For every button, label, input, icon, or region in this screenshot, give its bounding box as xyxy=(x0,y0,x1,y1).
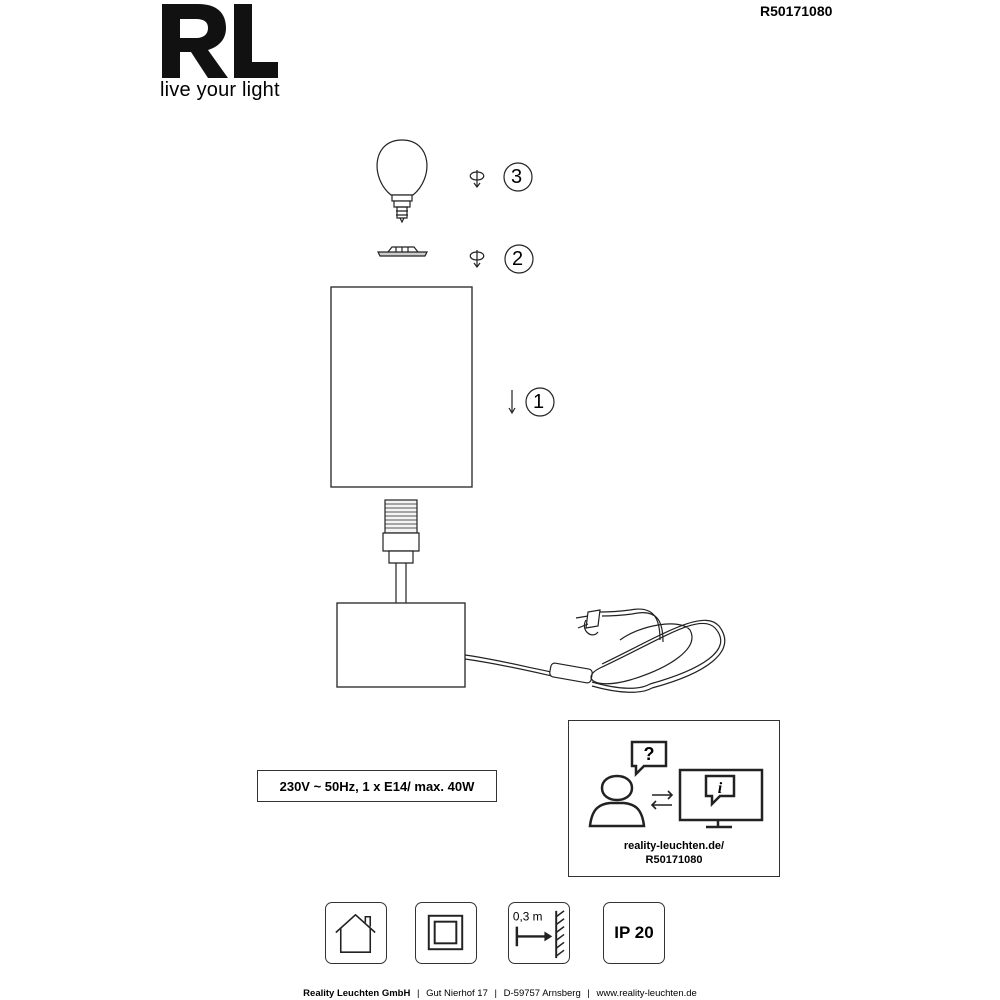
power-cable-part xyxy=(464,608,726,693)
rl-logo xyxy=(162,4,278,78)
footer-separator: | xyxy=(416,988,420,999)
double-square-icon xyxy=(427,914,464,951)
step-2-label: 2 xyxy=(512,248,524,270)
house-icon xyxy=(335,913,376,953)
footer-city: D-59757 Arnsberg xyxy=(503,988,581,999)
info-glyph: i xyxy=(718,780,723,797)
lamp-socket-part xyxy=(382,499,420,603)
lamp-base-part xyxy=(336,602,466,688)
brand-tagline: live your light xyxy=(160,79,280,101)
info-url-line-2: R50171080 xyxy=(645,854,703,866)
rotate-arrow-icon xyxy=(469,250,485,268)
info-bubble-icon xyxy=(704,774,736,808)
step-3-label: 3 xyxy=(511,166,523,188)
footer-separator: | xyxy=(587,988,590,999)
svg-text:0,3 m: 0,3 m xyxy=(513,910,543,924)
lamp-shade-part xyxy=(330,286,473,488)
step-2-circle xyxy=(504,244,534,274)
info-box: reality-leuchten.de/ R50171080 xyxy=(568,720,780,877)
bulb-part xyxy=(376,139,428,224)
footer-company: Reality Leuchten GmbH xyxy=(303,988,411,999)
min-distance-badge: 0,3 m xyxy=(508,902,570,964)
info-url-line-1: reality-leuchten.de/ xyxy=(623,840,725,852)
down-arrow-icon xyxy=(508,390,516,415)
person-body-icon xyxy=(588,801,646,828)
distance-icon: 0,3 m xyxy=(513,910,565,959)
protection-class-badge xyxy=(415,902,477,964)
speech-bubble-icon xyxy=(630,740,668,778)
footer-street: Gut Nierhof 17 xyxy=(426,988,488,999)
electrical-spec: 230V ~ 50Hz, 1 x E14/ max. 40W xyxy=(257,770,497,802)
monitor-icon xyxy=(678,768,764,822)
exchange-arrows-icon xyxy=(650,790,674,810)
step-1-label: 1 xyxy=(533,391,545,413)
footer-website: www.reality-leuchten.de xyxy=(596,988,697,999)
person-head-icon xyxy=(600,774,634,802)
info-url: reality-leuchten.de/ R50171080 xyxy=(569,839,779,867)
question-mark-glyph: ? xyxy=(644,744,655,764)
step-1-circle xyxy=(525,387,555,417)
footer: Reality Leuchten GmbH | Gut Nierhof 17 |… xyxy=(0,988,1000,999)
indoor-use-badge xyxy=(325,902,387,964)
ring-nut-part xyxy=(377,246,428,257)
rotate-arrow-icon xyxy=(469,170,485,188)
footer-separator: | xyxy=(494,988,497,999)
ip-rating-badge: IP 20 xyxy=(603,902,665,964)
article-number: R50171080 xyxy=(760,3,833,19)
step-3-circle xyxy=(503,162,533,192)
